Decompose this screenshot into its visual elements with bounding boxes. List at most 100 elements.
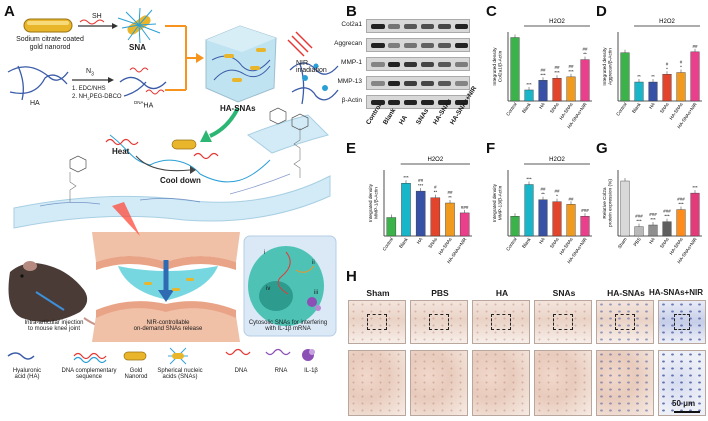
x-tick-label: Blank — [398, 236, 409, 249]
bar-chart-f: Integrated densityMMP-13/β-ActinH2O2Cont… — [492, 157, 592, 264]
significance-label: *** — [526, 82, 532, 87]
x-tick-label: HA-SNAs — [437, 236, 453, 256]
bar — [620, 52, 630, 102]
roman-i: i — [264, 250, 266, 256]
knee-joint-illustration — [92, 202, 240, 342]
significance-label: ### — [581, 208, 589, 213]
bar — [510, 215, 520, 237]
significance-label: *## — [554, 189, 560, 199]
bar — [676, 209, 686, 237]
legend-dna-complement: DNA complementary sequence — [61, 368, 117, 381]
bar — [634, 226, 644, 237]
significance-label: ***## — [418, 178, 424, 188]
x-tick-label: SNAs — [427, 236, 438, 249]
bar — [552, 201, 562, 237]
x-tick-label: SNAs — [549, 101, 560, 114]
cell-illustration — [243, 235, 337, 337]
bar — [538, 199, 548, 237]
significance-label: *** — [526, 177, 532, 182]
bar — [510, 37, 520, 102]
significance-label: *# — [666, 61, 669, 71]
ha-snas-hydrogel — [205, 25, 277, 103]
bar — [580, 59, 590, 102]
x-tick-label: Control — [615, 102, 628, 117]
bar — [580, 215, 590, 237]
bracket-label: H2O2 — [549, 19, 565, 25]
wb-row-actin — [366, 95, 470, 109]
roman-iii: iii — [314, 290, 318, 296]
bar — [552, 78, 562, 102]
wb-lane-label: SNAs — [415, 107, 431, 126]
bar — [662, 221, 672, 237]
y-axis-label: Integrated densityCol2a1/β-Actin — [492, 47, 504, 86]
x-tick-label: SNAs — [549, 236, 560, 249]
dna-ha-label: DNAHA — [134, 100, 154, 110]
histology-overview-pbs — [410, 300, 468, 344]
x-tick-label: HA — [648, 236, 656, 245]
bar — [401, 183, 411, 237]
histo-col-title: HA-SNAs+NIR — [648, 288, 703, 297]
x-tick-label: Blank — [631, 101, 642, 114]
significance-label: ### — [461, 205, 469, 210]
significance-label: ***## — [554, 65, 560, 75]
legend-il1b: IL-1β — [304, 368, 318, 374]
wb-row-col2a1 — [366, 19, 470, 33]
bar — [430, 197, 441, 237]
histology-overview-ha-snas — [596, 300, 654, 344]
y-axis-label: Integrated densityMMP-1/β-Actin — [368, 183, 380, 222]
x-tick-label: HA — [538, 101, 546, 110]
histo-col-title: HA-SNAs — [607, 288, 645, 298]
bar — [524, 89, 534, 102]
heat-label: Heat — [112, 147, 130, 156]
bracket-label: H2O2 — [659, 19, 675, 25]
significance-label: *** — [403, 175, 409, 180]
dna-complement-icon — [73, 352, 107, 360]
panel-label-a: A — [4, 3, 15, 20]
wb-row-mmp13 — [366, 76, 470, 90]
bar — [690, 192, 700, 237]
panel-label-b: B — [346, 3, 357, 20]
histology-zoom-ha-snas-nir — [658, 350, 706, 416]
panel-label-h: H — [346, 268, 357, 285]
bar — [648, 81, 658, 102]
gold-nanorod-legend-icon — [123, 351, 147, 361]
n3-label: N3 — [86, 68, 94, 78]
sh-label: SH — [92, 13, 102, 20]
wb-row-mmp1 — [366, 57, 470, 71]
schematic-illustration — [0, 7, 340, 365]
wb-lane-label: HA — [398, 114, 409, 126]
wb-lane-label: Blank — [382, 107, 398, 126]
significance-label: ***### — [649, 212, 657, 222]
histology-zoom-snas — [534, 350, 592, 416]
bar — [676, 72, 686, 102]
rna-icon — [265, 348, 291, 356]
legend-gold-nanorod: Gold Nanorod — [124, 368, 148, 381]
significance-label: ## — [568, 196, 574, 201]
bar-chart-g: Relative Col2aprotein expression (%)Sham… — [602, 170, 702, 264]
panel-label-d: D — [596, 3, 607, 20]
significance-label: *** — [692, 185, 698, 190]
legend-icons — [7, 347, 315, 365]
x-tick-label: Control — [505, 237, 518, 252]
significance-label: ***## — [568, 64, 574, 74]
bar-chart-d: Integrated densityAggrecan/β-ActinH2O2Co… — [602, 19, 702, 129]
bracket-label: H2O2 — [549, 157, 565, 163]
histo-col-title: SNAs — [552, 288, 576, 298]
bar-chart-e: Integrated densityMMP-1/β-ActinH2O2Contr… — [368, 157, 472, 264]
ha-label: HA — [30, 100, 40, 107]
histology-overview-snas — [534, 300, 592, 344]
roman-ii: ii — [312, 260, 315, 266]
bar — [415, 190, 426, 237]
injection-label: Intra-articular injection to mouse knee … — [24, 320, 84, 333]
hybridization-scheme — [105, 134, 271, 183]
y-axis-label: Relative Col2aprotein expression (%) — [602, 179, 614, 227]
x-tick-label: SNAs — [659, 236, 670, 249]
bar — [648, 224, 658, 237]
significance-label: ***### — [677, 197, 685, 207]
ha-snas-label: HA-SNAs — [220, 104, 256, 113]
bar — [445, 202, 455, 237]
bar — [566, 204, 576, 237]
edc-nhs-label: 1. EDC/NHS — [72, 86, 106, 92]
significance-label: **## — [582, 47, 588, 57]
